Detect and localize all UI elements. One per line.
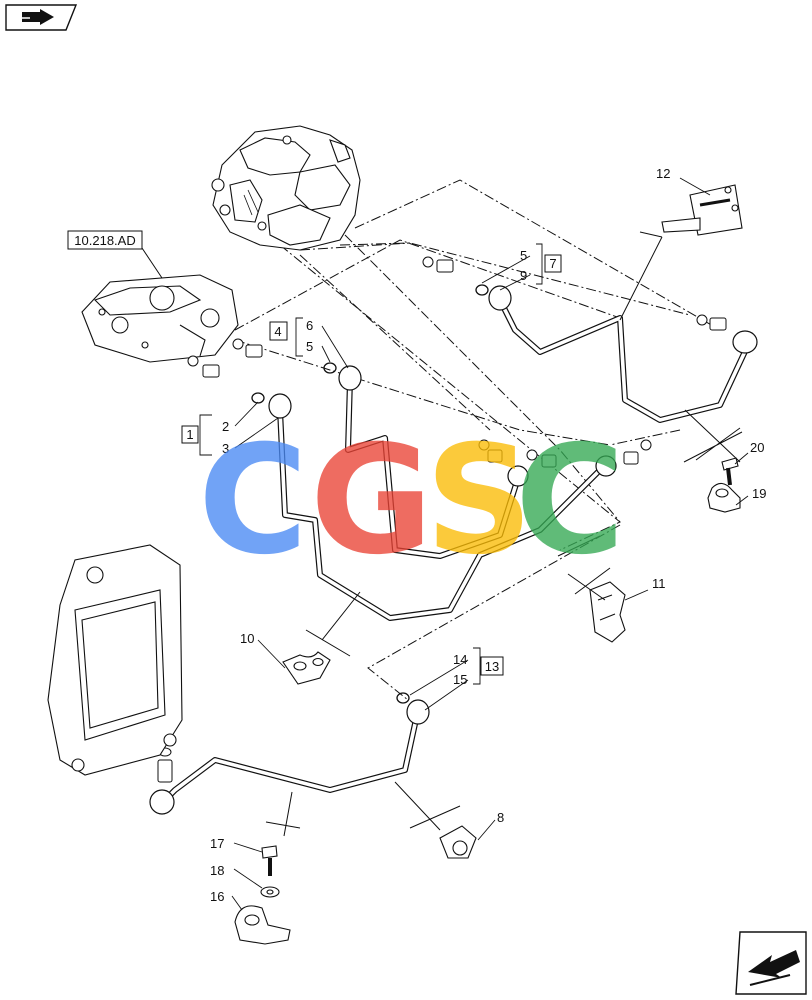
callout-numbers: 2 3 6 5 5 9 12 11 20 19 10 14 15 8 17 18…	[210, 166, 766, 904]
fitting-center-1	[478, 439, 503, 463]
bolt-17	[261, 845, 278, 876]
reference-text: 10.218.AD	[74, 233, 135, 248]
callout-box-7[interactable]: 7	[544, 254, 562, 273]
callout-box-1[interactable]: 1	[181, 425, 199, 444]
previous-page-arrow-icon[interactable]	[735, 931, 807, 995]
callout-brackets	[199, 243, 543, 685]
next-page-arrow-icon[interactable]	[5, 4, 78, 31]
watermark-letter-1: C	[198, 414, 308, 588]
callout-15: 15	[453, 672, 467, 687]
fitting-center-3	[623, 439, 652, 465]
fitting-block-low	[187, 355, 220, 378]
callout-19: 19	[752, 486, 766, 501]
watermark-letter-4: C	[515, 414, 625, 588]
injection-pipes-inner	[163, 298, 750, 802]
clamp-19	[707, 482, 741, 513]
callout-leaders	[231, 177, 749, 911]
clip-11	[589, 581, 626, 643]
callout-13: 13	[485, 659, 499, 674]
callout-4: 4	[274, 324, 281, 339]
bracket-12	[661, 184, 743, 236]
callout-17: 17	[210, 836, 224, 851]
callout-5a: 5	[520, 248, 527, 263]
callout-1: 1	[186, 427, 193, 442]
o-ring-5	[323, 362, 337, 374]
callout-box-13[interactable]: 13	[480, 656, 504, 676]
pipe-nuts	[149, 285, 758, 815]
callout-14: 14	[453, 652, 467, 667]
watermark: C G S C	[198, 414, 625, 588]
hydraulic-block	[81, 274, 239, 363]
o-rings	[251, 284, 489, 704]
callout-12: 12	[656, 166, 670, 181]
o-ring-9	[475, 284, 489, 296]
callout-3: 3	[222, 441, 229, 456]
section-break-marks	[265, 231, 743, 837]
reference-label[interactable]: 10.218.AD	[67, 230, 171, 291]
callout-6: 6	[306, 318, 313, 333]
o-ring-2	[251, 392, 265, 404]
injection-pump	[211, 125, 361, 251]
fitting-block-right	[232, 338, 263, 358]
callout-11: 11	[652, 576, 666, 591]
clamp-16	[234, 905, 291, 945]
washer-18	[260, 886, 280, 898]
watermark-letter-2: G	[310, 414, 433, 588]
callout-5b: 5	[306, 339, 313, 354]
clip-10	[282, 651, 331, 685]
callout-7: 7	[549, 256, 556, 271]
callout-box-4[interactable]: 4	[269, 321, 288, 341]
callout-2: 2	[222, 419, 229, 434]
callout-8: 8	[497, 810, 504, 825]
ecu-module	[47, 544, 183, 776]
fitting-right-top	[696, 314, 727, 331]
callout-16: 16	[210, 889, 224, 904]
callout-9: 9	[520, 268, 527, 283]
banjo-fitting-8	[439, 825, 477, 859]
fitting-center-2	[526, 449, 557, 468]
fitting-pump-left	[422, 256, 454, 273]
pipe-bottom	[162, 707, 421, 803]
o-ring-14	[396, 692, 410, 704]
callout-18: 18	[210, 863, 224, 878]
bolt-20	[721, 457, 739, 486]
watermark-letter-3: S	[425, 414, 533, 588]
leader-lines	[234, 179, 721, 701]
fittings-group	[157, 256, 727, 783]
callout-20: 20	[750, 440, 764, 455]
callout-10: 10	[240, 631, 254, 646]
